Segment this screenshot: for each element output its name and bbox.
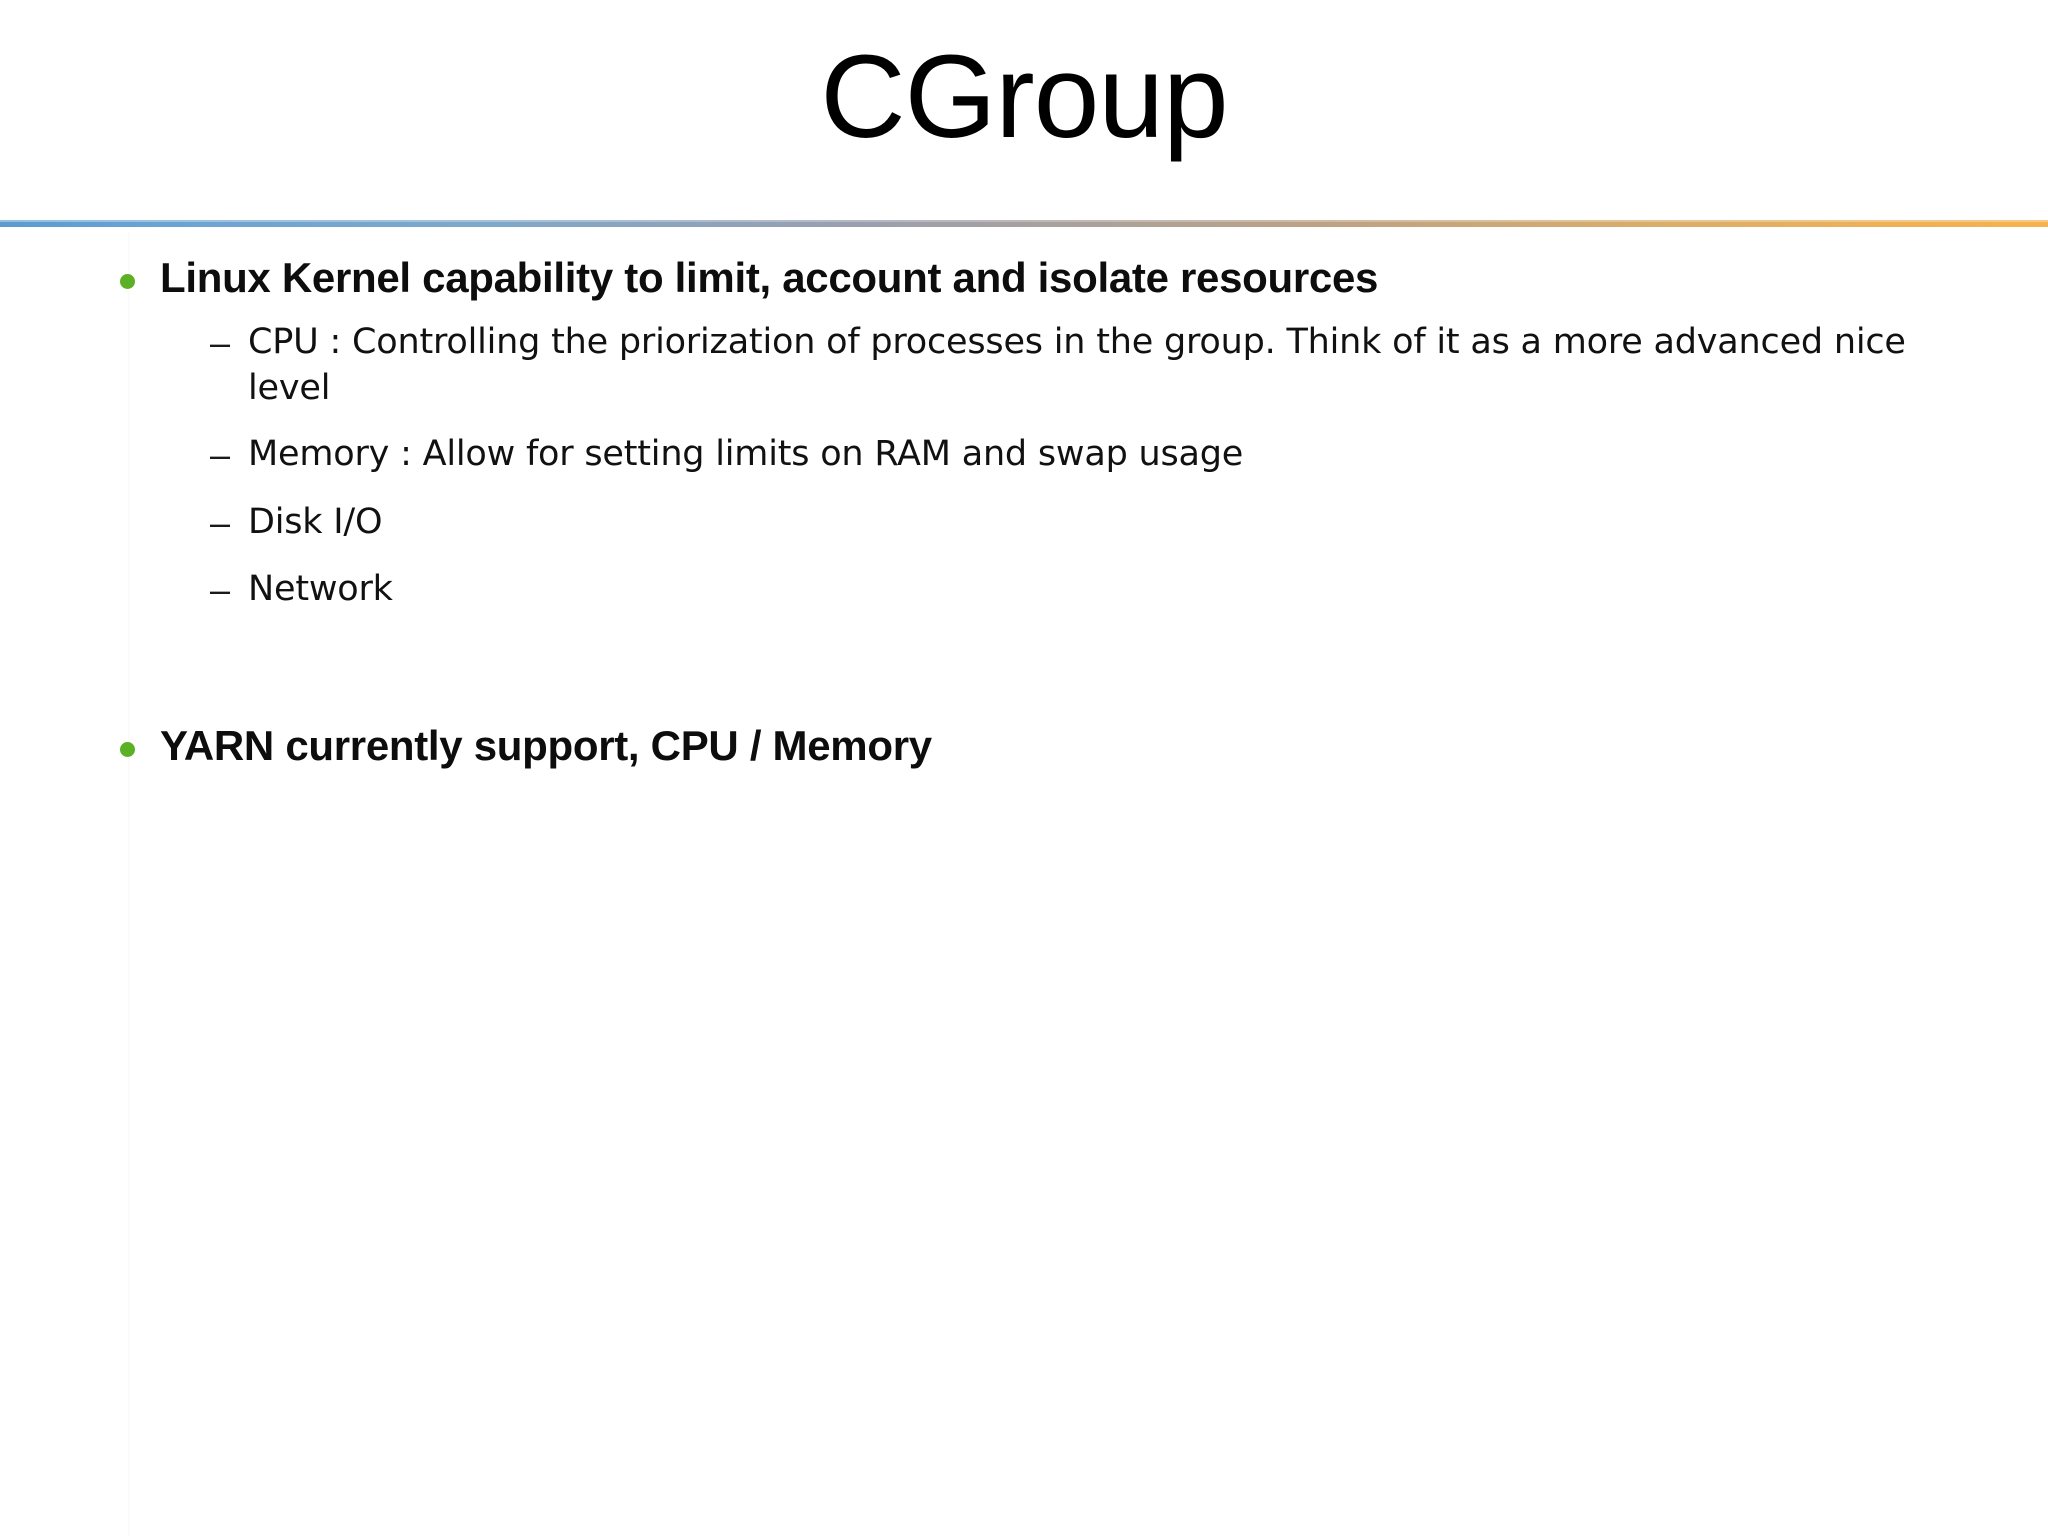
sub-bullet-list-1: – CPU : Controlling the priorization of …	[0, 319, 2048, 616]
sub-bullet-label-memory: Memory : Allow for setting limits on RAM…	[248, 434, 1244, 475]
bullet-label-1: Linux Kernel capability to limit, accoun…	[160, 254, 1379, 301]
title-divider	[0, 220, 2048, 227]
bullet-item-1: Linux Kernel capability to limit, accoun…	[0, 252, 2048, 305]
sub-bullet-item-cpu: – CPU : Controlling the priorization of …	[0, 319, 2048, 413]
bullet-dot-icon	[120, 720, 160, 758]
bullet-dot-icon	[120, 252, 160, 289]
sub-bullet-label-cpu: CPU : Controlling the priorization of pr…	[248, 321, 1906, 409]
sub-bullet-item-memory: – Memory : Allow for setting limits on R…	[0, 431, 2048, 480]
content-area-edge	[128, 232, 130, 1536]
dash-marker-icon: –	[210, 434, 231, 476]
bullet-item-2: YARN currently support, CPU / Memory	[0, 720, 2048, 773]
bullet-label-2: YARN currently support, CPU / Memory	[160, 722, 932, 770]
sub-bullet-item-disk-io: – Disk I/O	[0, 499, 2048, 548]
dash-marker-icon: –	[210, 501, 231, 543]
slide-title-area: CGroup	[0, 0, 2048, 222]
page-title: CGroup	[820, 31, 1228, 163]
sub-bullet-item-network: – Network	[0, 566, 2048, 615]
bullet-spacer	[0, 634, 2048, 720]
dash-marker-icon: –	[210, 321, 231, 363]
dash-marker-icon: –	[210, 569, 231, 611]
sub-bullet-label-network: Network	[248, 569, 393, 610]
sub-bullet-label-disk-io: Disk I/O	[248, 501, 383, 542]
slide-body: Linux Kernel capability to limit, accoun…	[0, 252, 2048, 781]
